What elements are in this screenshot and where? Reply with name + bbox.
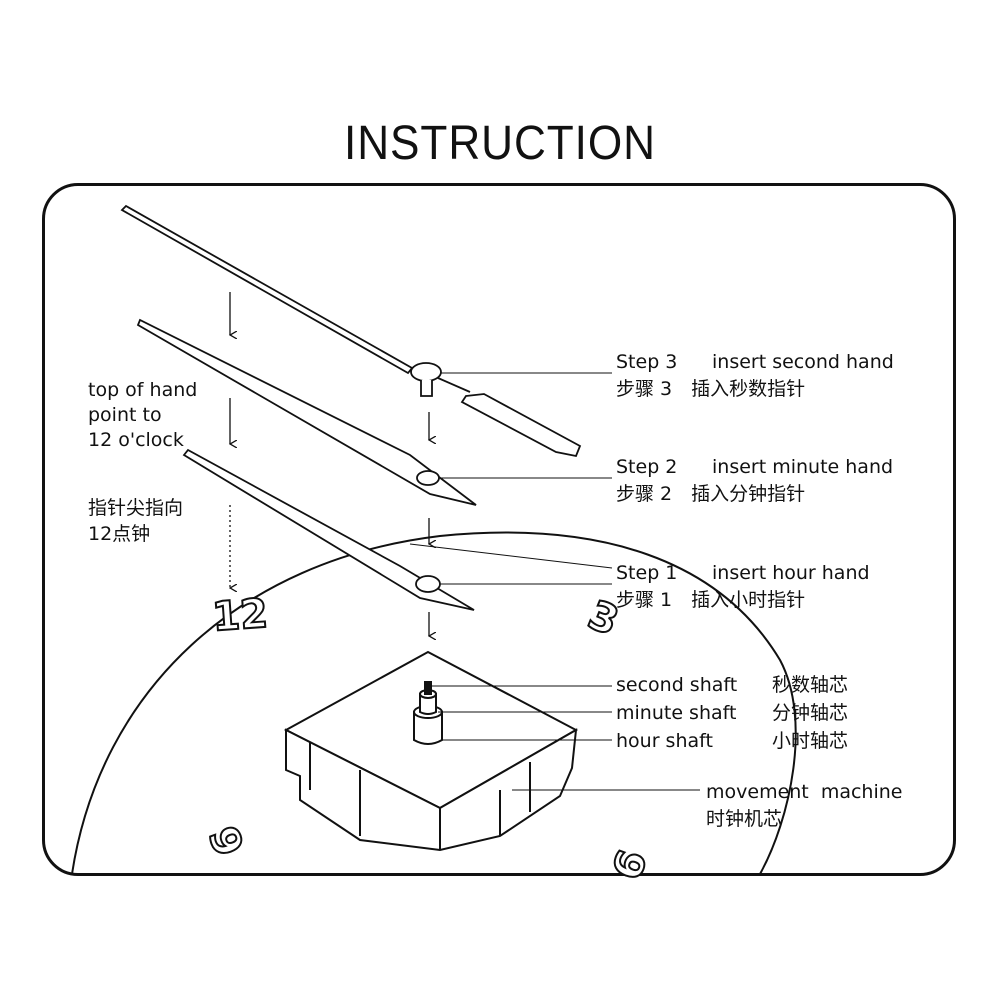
step2-label: Step 2	[616, 456, 678, 478]
dial-number-9: 9	[199, 821, 252, 863]
step1-zh: 步骤 1 插入小时指针	[616, 589, 806, 611]
hour-shaft-en: hour shaft	[616, 730, 713, 752]
shaft-stack	[413, 681, 443, 745]
movement-en: movement machine	[706, 781, 903, 803]
note-en-line-3: 12 o'clock	[88, 429, 184, 451]
note-zh-line-1: 指针尖指向	[88, 497, 184, 519]
step2-action: insert minute hand	[712, 456, 894, 478]
minute-shaft-zh: 分钟轴芯	[772, 702, 849, 724]
dial-number-12: 12	[211, 591, 270, 641]
step3-action: insert second hand	[712, 351, 894, 373]
second-shaft-en: second shaft	[616, 674, 738, 696]
second-shaft-zh: 秒数轴芯	[772, 674, 849, 696]
note-zh-line-2: 12点钟	[88, 523, 151, 545]
leader-step1-b	[409, 543, 613, 569]
dial-number-6: 6	[604, 844, 657, 886]
movement-zh: 时钟机芯	[706, 808, 783, 830]
step1-label: Step 1	[616, 562, 678, 584]
step3-zh: 步骤 3 插入秒数指针	[616, 378, 806, 400]
minute-shaft-en: minute shaft	[616, 702, 737, 724]
dial-number-3: 3	[582, 592, 625, 645]
step2-zh: 步骤 2 插入分钟指针	[616, 483, 806, 505]
note-en-line-1: top of hand	[88, 379, 198, 401]
hour-hand	[182, 448, 475, 611]
clock-face-outline	[71, 531, 797, 874]
diagram-frame	[42, 183, 956, 876]
hour-shaft-zh: 小时轴芯	[772, 730, 849, 752]
note-en-line-2: point to	[88, 404, 162, 426]
second-hand	[120, 204, 582, 458]
step3-label: Step 3	[616, 351, 678, 373]
step1-action: insert hour hand	[712, 562, 870, 584]
instruction-title: INSTRUCTION	[344, 117, 656, 170]
minute-hand	[136, 318, 477, 506]
